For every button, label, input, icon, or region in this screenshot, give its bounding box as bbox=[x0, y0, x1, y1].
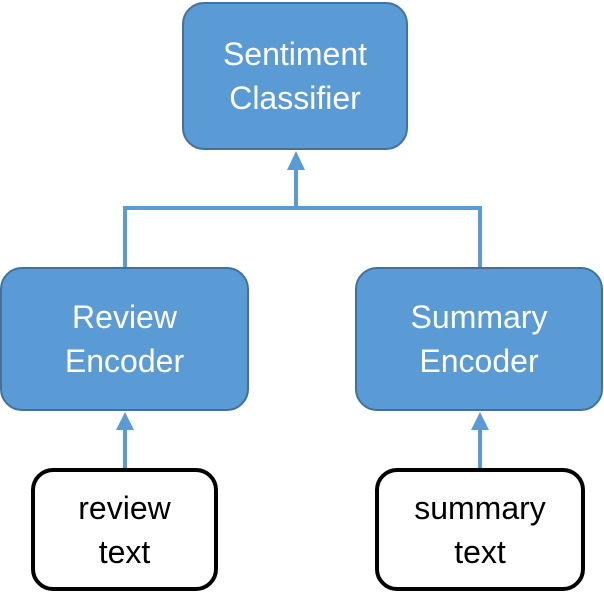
connector-review-encoder-to-classifier bbox=[123, 206, 296, 267]
summary-text-input-node: summary text bbox=[375, 468, 585, 591]
summary-encoder-label-line1: Summary bbox=[410, 299, 548, 335]
connector-summary-encoder-to-classifier bbox=[296, 206, 482, 267]
review-text-label-line1: review bbox=[78, 489, 171, 526]
summary-text-label-line2: text bbox=[454, 533, 506, 570]
summary-encoder-node: Summary Encoder bbox=[355, 267, 603, 411]
review-encoder-label-line2: Encoder bbox=[64, 343, 185, 379]
review-encoder-node: Review Encoder bbox=[0, 267, 249, 411]
arrowhead-review-encoder bbox=[116, 412, 134, 430]
review-encoder-label-line1: Review bbox=[72, 299, 177, 335]
sentiment-classifier-label-line2: Classifier bbox=[229, 80, 361, 116]
sentiment-classifier-label-line1: Sentiment bbox=[222, 36, 368, 72]
arrowhead-summary-encoder bbox=[471, 412, 489, 430]
summary-encoder-label-line2: Encoder bbox=[419, 343, 539, 379]
sentiment-classifier-node: Sentiment Classifier bbox=[182, 2, 408, 150]
review-text-input-node: review text bbox=[31, 468, 218, 591]
review-text-label-line2: text bbox=[98, 533, 151, 570]
arrowhead-classifier bbox=[287, 151, 305, 170]
summary-text-label-line1: summary bbox=[414, 489, 546, 526]
